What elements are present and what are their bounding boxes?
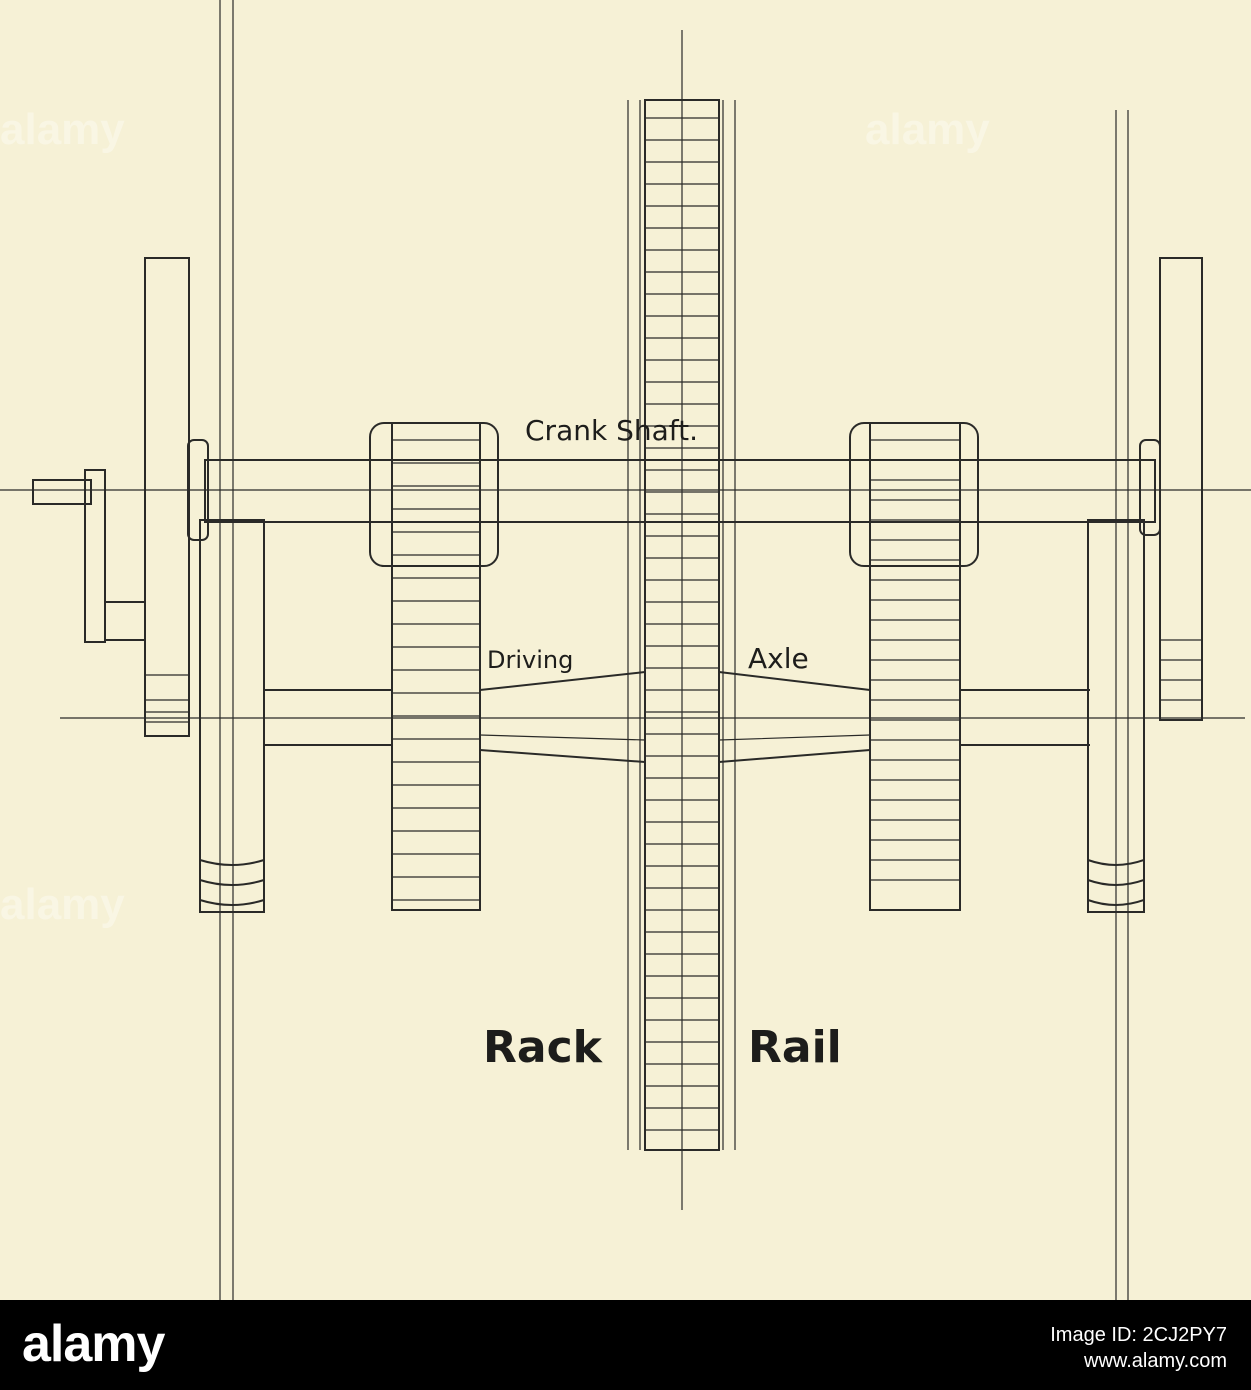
label-rail: Rail bbox=[748, 1022, 842, 1073]
right-bearing bbox=[1139, 439, 1161, 536]
left-gear bbox=[369, 422, 499, 911]
right-running-rail bbox=[1115, 110, 1129, 1300]
rack-rail bbox=[627, 30, 736, 1210]
label-axle: Axle bbox=[748, 642, 809, 675]
left-running-rail bbox=[219, 0, 234, 1300]
crank-shaft bbox=[32, 459, 1156, 523]
site-url-text: www.alamy.com bbox=[1084, 1350, 1227, 1372]
rack-rail-mechanism-drawing: Crank Shaft. Driving Axle Rack Rail bbox=[0, 0, 1251, 1300]
left-crank-disc bbox=[144, 257, 190, 737]
left-wheel-leg bbox=[199, 519, 265, 913]
right-wheel-leg bbox=[1087, 519, 1145, 913]
footer-bar: alamy Image ID: 2CJ2PY7 www.alamy.com bbox=[0, 1300, 1251, 1390]
label-driving: Driving bbox=[487, 646, 573, 674]
crank-handle bbox=[84, 469, 146, 643]
right-crank-disc bbox=[1159, 257, 1203, 721]
footer-logo: alamy bbox=[22, 1315, 165, 1373]
rack-teeth bbox=[645, 117, 719, 1131]
driving-axle bbox=[265, 671, 1090, 763]
footer-image-info: Image ID: 2CJ2PY7 www.alamy.com bbox=[1050, 1322, 1227, 1374]
right-gear bbox=[849, 422, 979, 911]
engineering-drawing: Crank Shaft. Driving Axle Rack Rail alam… bbox=[0, 0, 1251, 1300]
left-bearing bbox=[187, 439, 209, 541]
label-rack: Rack bbox=[483, 1022, 604, 1073]
label-crank-shaft: Crank Shaft. bbox=[525, 414, 698, 447]
image-id-text: Image ID: 2CJ2PY7 bbox=[1050, 1324, 1227, 1346]
